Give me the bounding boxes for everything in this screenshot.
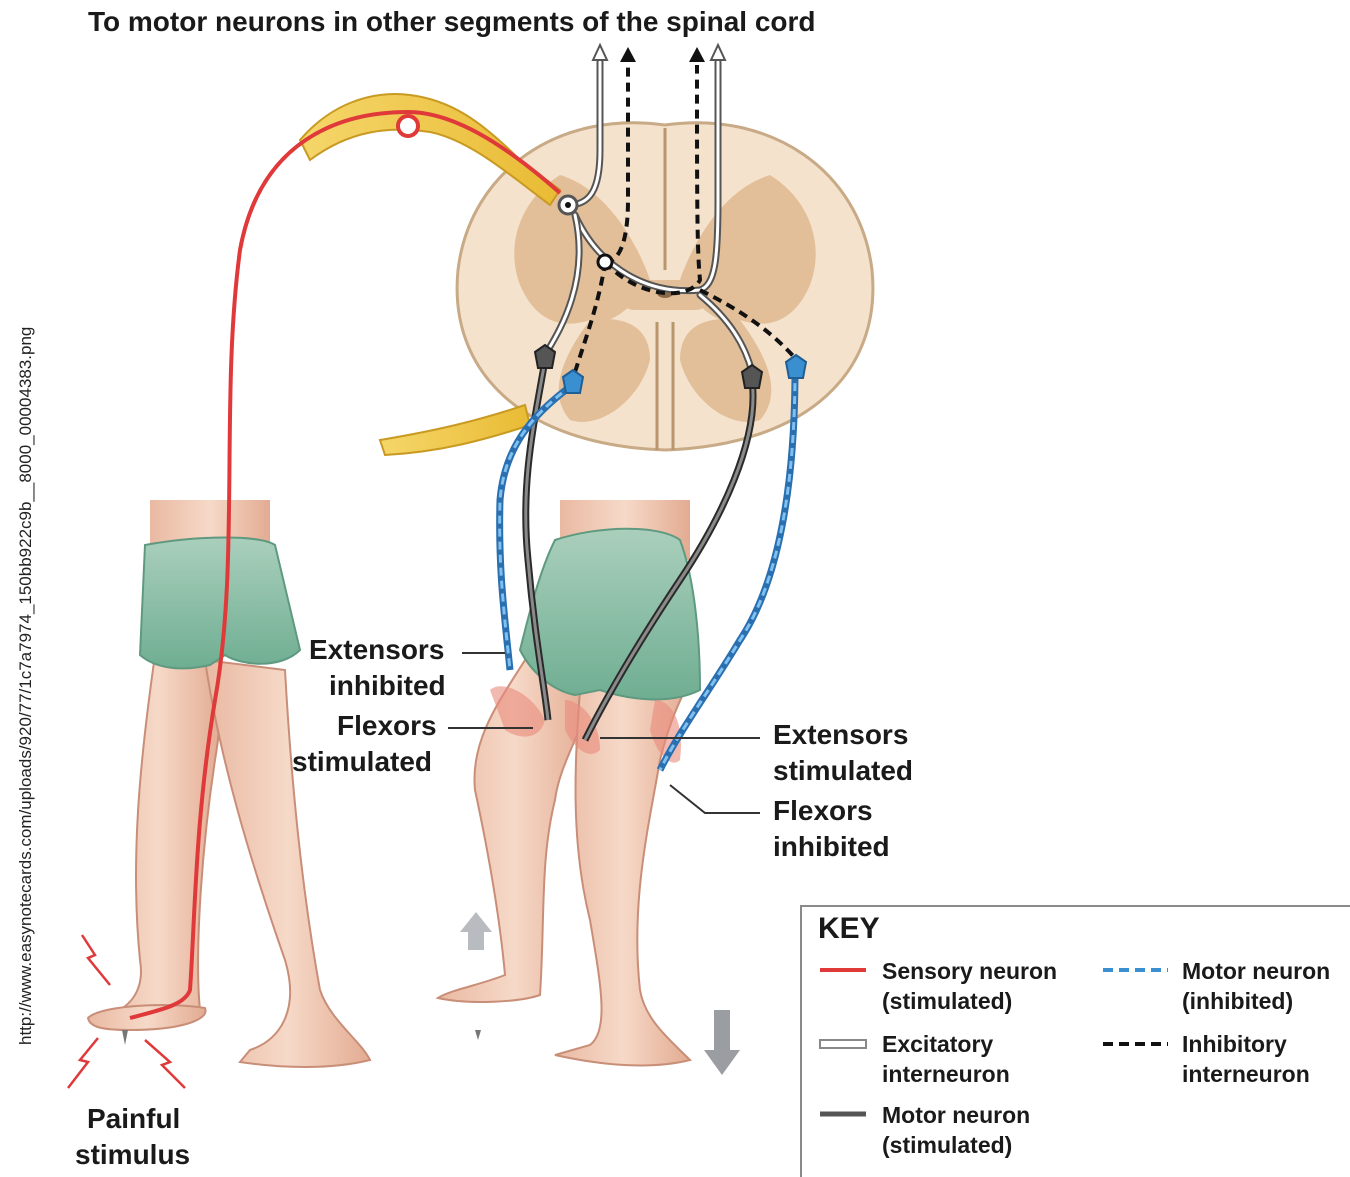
label-extensors-stimulated-2: stimulated bbox=[773, 753, 913, 789]
label-extensors-inhibited-2: inhibited bbox=[329, 668, 446, 704]
key-title: KEY bbox=[818, 912, 880, 946]
ventral-root bbox=[380, 405, 530, 455]
key-motor-stimulated-line1: Motor neuron bbox=[882, 1100, 1030, 1130]
label-extensors-inhibited-1: Extensors bbox=[309, 632, 444, 668]
key-motor-inhibited-line1: Motor neuron bbox=[1182, 956, 1330, 986]
key-motor-inhibited-line2: (inhibited) bbox=[1182, 986, 1330, 1016]
key-item-motor-inhibited: Motor neuron (inhibited) bbox=[1182, 956, 1330, 1016]
key-excitatory-line1: Excitatory bbox=[882, 1029, 1010, 1059]
label-extensors-stimulated-1: Extensors bbox=[773, 717, 908, 753]
source-url-watermark: http://www.easynotecards.com/uploads/920… bbox=[16, 327, 36, 1045]
diagram-title: To motor neurons in other segments of th… bbox=[88, 6, 816, 38]
key-item-sensory: Sensory neuron (stimulated) bbox=[882, 956, 1057, 1016]
label-flexors-stimulated-2: stimulated bbox=[292, 744, 432, 780]
label-painful-stimulus-1: Painful bbox=[87, 1101, 180, 1137]
key-inhibitory-line1: Inhibitory bbox=[1182, 1029, 1310, 1059]
key-inhibitory-line2: interneuron bbox=[1182, 1059, 1310, 1089]
right-figure bbox=[438, 500, 740, 1075]
key-sensory-line2: (stimulated) bbox=[882, 986, 1057, 1016]
label-painful-stimulus-2: stimulus bbox=[75, 1137, 190, 1173]
key-motor-stimulated-line2: (stimulated) bbox=[882, 1130, 1030, 1160]
label-flexors-inhibited-2: inhibited bbox=[773, 829, 890, 865]
left-figure bbox=[88, 500, 370, 1067]
key-sensory-line1: Sensory neuron bbox=[882, 956, 1057, 986]
label-flexors-stimulated-1: Flexors bbox=[337, 708, 437, 744]
label-flexors-inhibited-1: Flexors bbox=[773, 793, 873, 829]
key-item-motor-stimulated: Motor neuron (stimulated) bbox=[882, 1100, 1030, 1160]
key-item-excitatory: Excitatory interneuron bbox=[882, 1029, 1010, 1089]
key-excitatory-line2: interneuron bbox=[882, 1059, 1010, 1089]
key-item-inhibitory: Inhibitory interneuron bbox=[1182, 1029, 1310, 1089]
